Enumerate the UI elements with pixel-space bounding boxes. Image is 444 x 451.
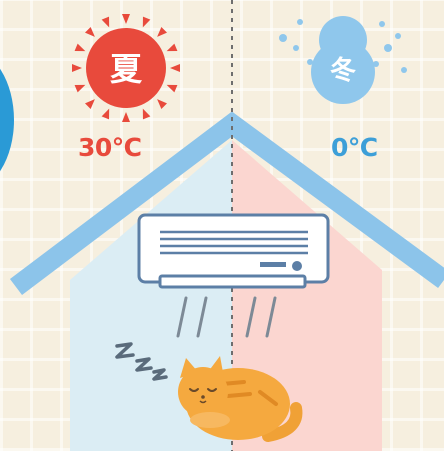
roof xyxy=(9,111,444,295)
airflow-lines xyxy=(176,296,277,338)
snowflake-dots xyxy=(279,19,407,73)
blue-circle-icon xyxy=(0,68,14,172)
air-conditioner-icon xyxy=(137,213,330,289)
sun-icon xyxy=(72,14,180,122)
summer-character: 夏 xyxy=(109,50,142,88)
winter-temperature: 0℃ xyxy=(331,133,378,162)
sleeping-cat-icon xyxy=(178,356,303,442)
winter-character: 冬 xyxy=(329,56,356,86)
zzz-icon xyxy=(115,342,168,381)
snowman-icon xyxy=(311,16,375,104)
summer-temperature: 30℃ xyxy=(78,133,142,162)
